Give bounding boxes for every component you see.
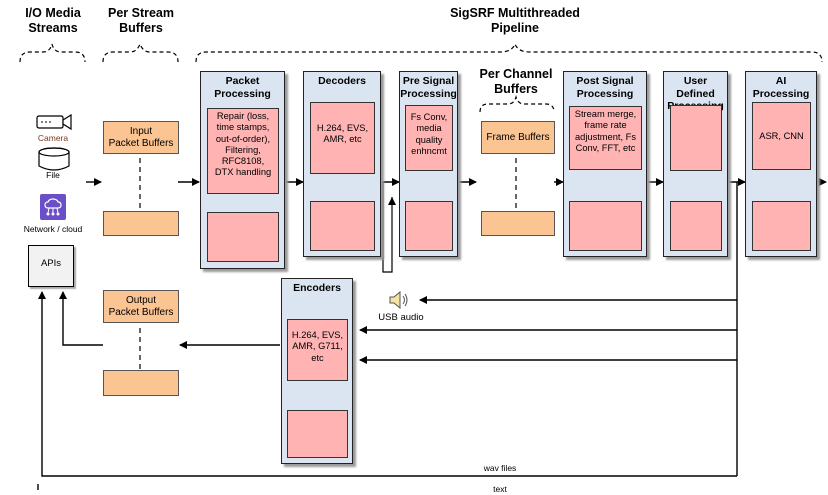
post-signal-processing-panel: Post Signal Processing Stream merge, fra…: [563, 71, 647, 257]
user-defined-processing-slot: [670, 201, 722, 251]
packet-processing-title: Packet Processing: [214, 75, 271, 100]
camera-label: Camera: [37, 133, 69, 143]
user-defined-processing-slot-top: [670, 105, 722, 171]
io-bracket: [19, 43, 86, 63]
packet-processing-slot: [207, 212, 279, 262]
text-label: text: [493, 484, 507, 494]
header-per-channel-buffers: Per Channel Buffers: [479, 67, 553, 96]
header-pipeline: SigSRF Multithreaded Pipeline: [450, 6, 580, 35]
pre-signal-processing-title: Pre Signal Processing: [400, 75, 457, 100]
presig-feedback-line: [382, 182, 393, 273]
pipeline-bracket: [195, 42, 823, 63]
output-to-apis-line: [59, 291, 103, 346]
decoders-slot: [310, 201, 375, 251]
packet-processing-features: Repair (loss, time stamps, out-of-order)…: [207, 108, 279, 194]
wav-files-line: [38, 291, 737, 477]
decoders-panel: Decoders H.264, EVS, AMR, etc: [303, 71, 381, 257]
header-per-stream-buffers: Per Stream Buffers: [107, 6, 174, 35]
file-icon: [36, 147, 72, 171]
channel-bracket: [479, 94, 555, 113]
input-packet-buffers: Input Packet Buffers: [103, 121, 179, 154]
ai-processing-features: ASR, CNN: [752, 102, 811, 170]
header-io-streams: I/O Media Streams: [25, 6, 81, 35]
apis-label: APIs: [40, 258, 62, 269]
output-buffer-slot: [103, 370, 179, 396]
camera-icon: [35, 112, 73, 132]
encoders-slot: [287, 410, 348, 458]
encoders-title: Encoders: [293, 282, 341, 294]
encoders-panel: Encoders H.264, EVS, AMR, G711, etc: [281, 278, 353, 464]
stream-bracket: [102, 42, 179, 63]
input-buffer-slot: [103, 211, 179, 236]
output-packet-buffers: Output Packet Buffers: [103, 290, 179, 323]
speaker-icon: [388, 290, 410, 310]
packet-processing-panel: Packet Processing Repair (loss, time sta…: [200, 71, 285, 269]
apis-box[interactable]: APIs: [28, 245, 74, 287]
decoders-title: Decoders: [318, 75, 366, 87]
encoders-features: H.264, EVS, AMR, G711, etc: [287, 319, 348, 381]
pre-signal-processing-slot: [405, 201, 453, 251]
frame-buffer-slot: [481, 211, 555, 236]
decoders-features: H.264, EVS, AMR, etc: [310, 102, 375, 174]
frame-buffers: Frame Buffers: [481, 121, 555, 154]
wav-files-label: wav files: [483, 463, 517, 473]
pre-signal-processing-features: Fs Conv, media quality enhncmt: [405, 105, 453, 171]
network-cloud-icon: [40, 194, 66, 220]
pre-signal-processing-panel: Pre Signal Processing Fs Conv, media qua…: [399, 71, 458, 257]
ai-processing-slot: [752, 201, 811, 251]
post-signal-processing-title: Post Signal Processing: [576, 75, 634, 100]
network-label: Network / cloud: [23, 224, 83, 234]
post-signal-processing-slot: [569, 201, 642, 251]
file-label: File: [46, 170, 60, 180]
ai-processing-panel: AI Processing ASR, CNN: [745, 71, 817, 257]
usb-audio-label: USB audio: [378, 312, 424, 323]
user-defined-processing-panel: User Defined Processing: [663, 71, 728, 257]
ai-processing-title: AI Processing: [752, 75, 810, 100]
post-signal-processing-features: Stream merge, frame rate adjustment, Fs …: [569, 106, 642, 170]
